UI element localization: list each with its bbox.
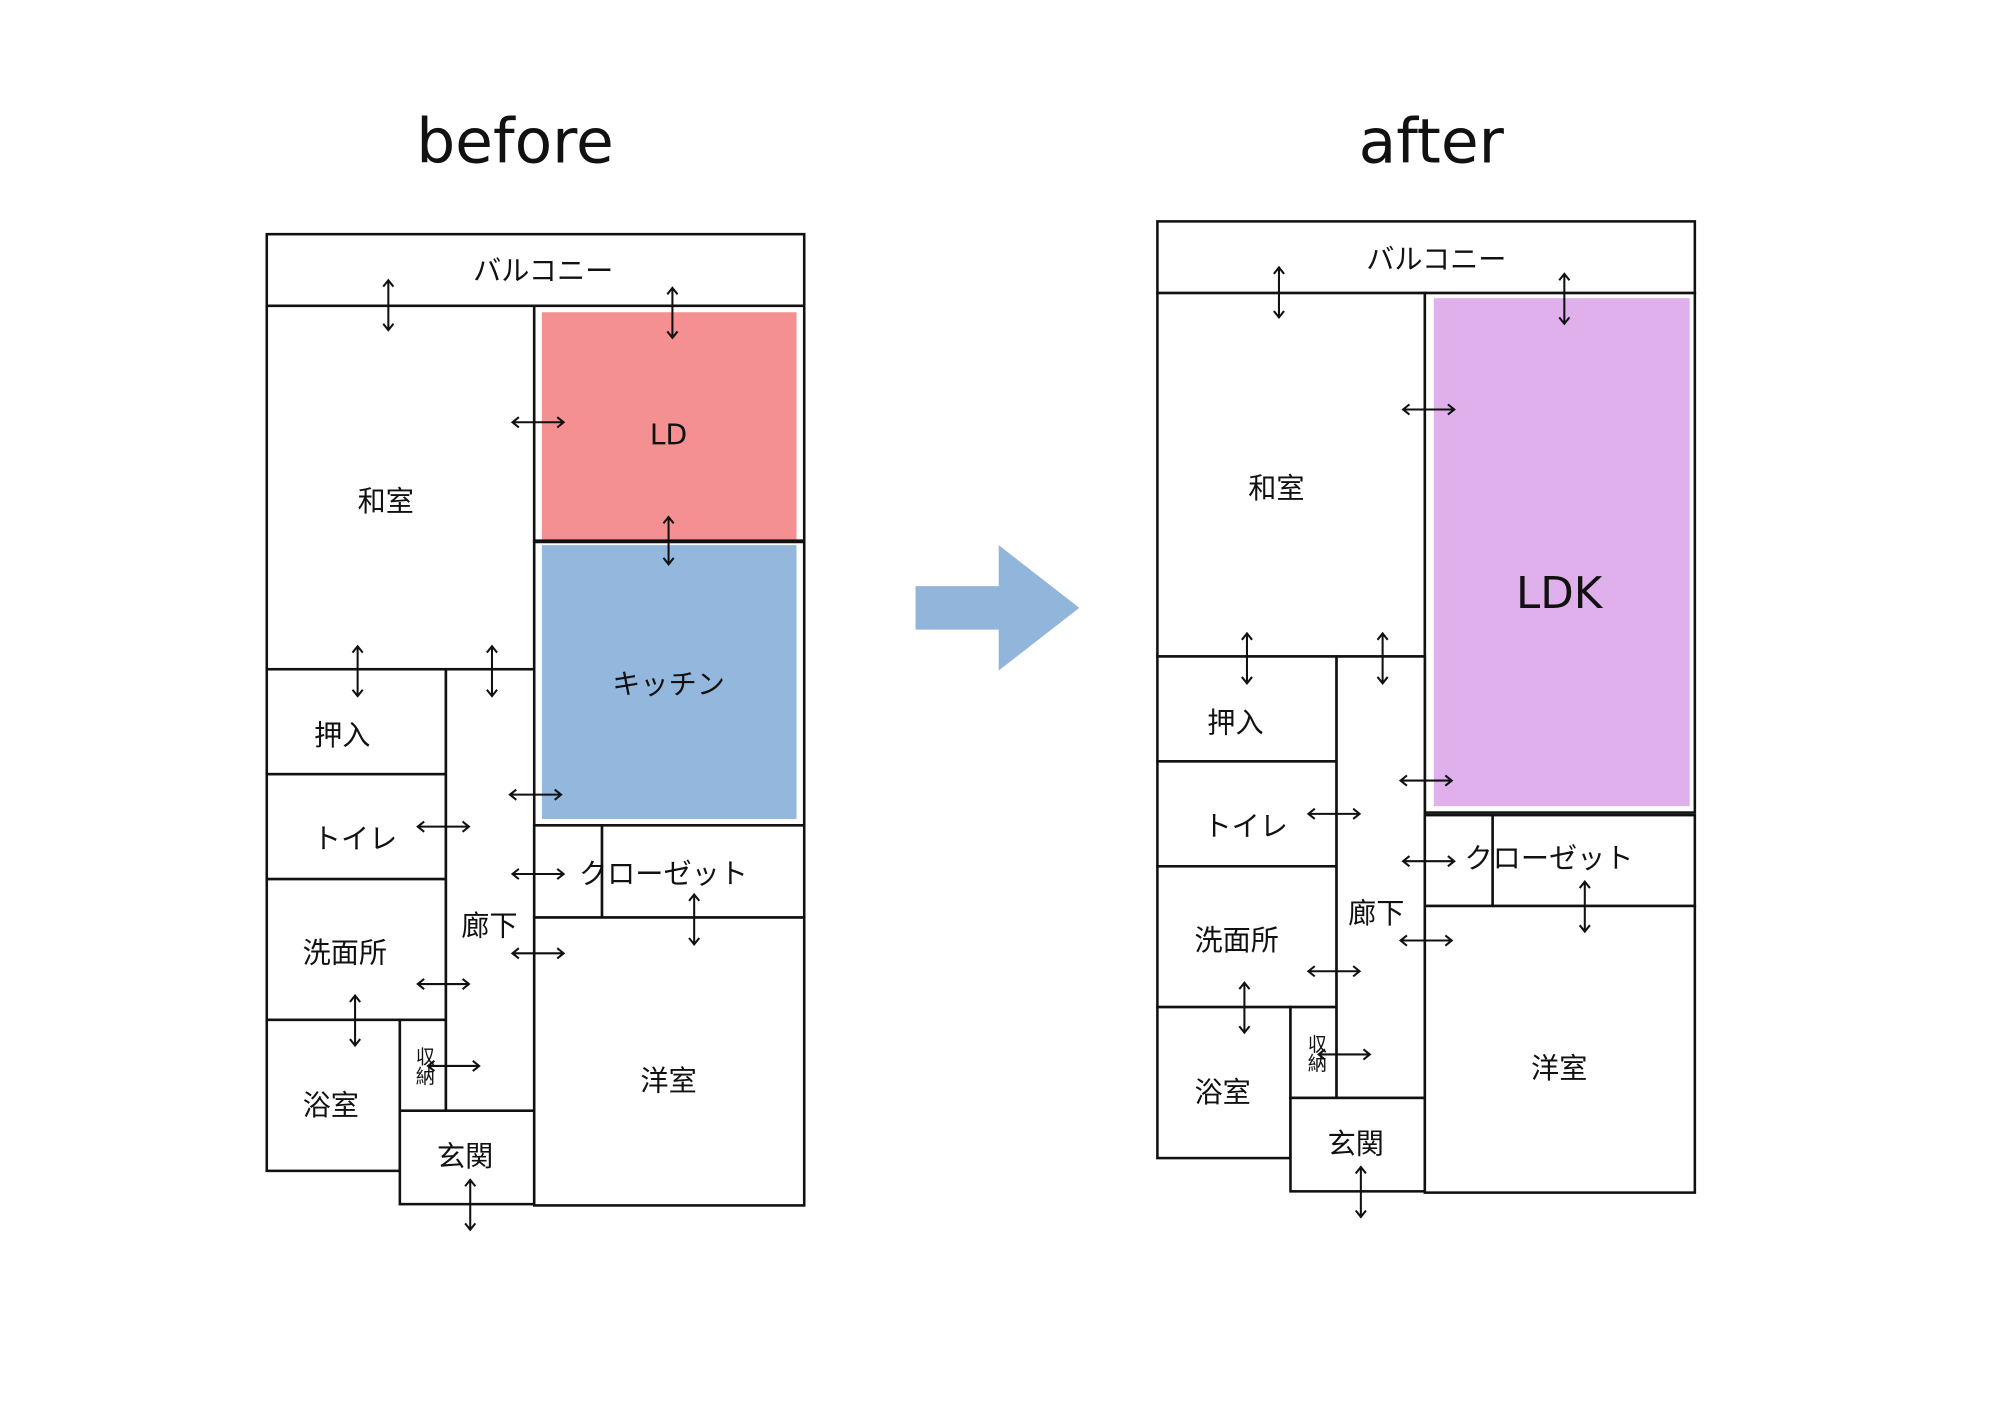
after-bath-label: 浴室 [1195,1076,1251,1109]
before-toilet-label: トイレ [313,823,397,856]
door-arrow-icon [510,947,566,960]
after-title: after [1359,107,1505,178]
door-arrow-icon [1398,934,1454,947]
after-ldk-fill [1433,298,1690,807]
transition-arrow-icon [915,545,1080,671]
before-entrance-label: 玄関 [437,1140,493,1173]
door-arrow-icon [666,286,679,340]
door-arrow-icon [349,993,361,1048]
door-arrow-icon [1578,880,1591,934]
door-arrow-icon [508,788,563,801]
after-storage-label: 収納 [1304,1034,1327,1073]
after-senmenjo-label: 洗面所 [1195,924,1279,957]
before-bath-label: 浴室 [303,1089,359,1122]
door-arrow-icon [1354,1165,1367,1219]
door-arrow-icon [1376,631,1389,685]
after-washitsu [1156,291,1427,658]
after-washitsu-label: 和室 [1248,472,1304,505]
before-kitchen-label: キッチン [612,668,725,701]
after-toilet-label: トイレ [1203,810,1287,843]
after-plan: バルコニー 和室 LDK 押入 トイレ 洗面所 廊下 浴室 収納 玄関 クローゼ… [1156,220,1697,1194]
before-ld-label: LD [650,418,687,451]
door-arrow-icon [1306,807,1362,820]
before-balcony [265,232,806,308]
door-arrow-icon [1401,855,1456,868]
after-entrance-label: 玄関 [1328,1127,1384,1160]
after-corridor [1335,655,1427,1100]
door-arrow-icon [351,644,364,698]
door-arrow-icon [382,278,395,332]
door-arrow-icon [1316,1048,1372,1061]
before-storage-label: 収納 [412,1047,435,1086]
before-title: before [416,107,614,178]
after-ldk-label: LDK [1516,569,1604,619]
after-bath [1156,1005,1292,1160]
door-arrow-icon [486,644,498,698]
door-arrow-icon [464,1178,477,1232]
before-washitsu [265,304,536,671]
after-closet-label: クローゼット [1465,842,1634,875]
before-corridor [444,667,536,1113]
before-senmenjo-label: 洗面所 [303,937,387,970]
after-balcony-label: バルコニー [1366,243,1506,276]
before-plan: バルコニー 和室 LD キッチン 押入 トイレ 洗面所 廊下 浴室 収納 玄関 … [265,232,806,1207]
door-arrow-icon [1306,965,1362,978]
after-senmenjo [1156,865,1338,1009]
after-storage [1289,1005,1338,1100]
door-arrow-icon [1273,265,1285,319]
door-arrow-icon [510,416,566,429]
before-oshiire-label: 押入 [314,719,370,752]
door-arrow-icon [416,978,471,990]
before-youshitsu [532,916,806,1207]
door-arrow-icon [426,1060,481,1072]
after-entrance [1289,1096,1427,1193]
door-arrow-icon [1558,272,1571,326]
door-arrow-icon [416,820,471,833]
door-arrow-icon [688,892,701,947]
door-arrow-icon [1401,403,1456,416]
after-youshitsu-label: 洋室 [1531,1052,1587,1085]
before-closet-label: クローゼット [579,857,748,890]
before-youshitsu-label: 洋室 [640,1065,696,1098]
before-kitchen-fill [541,545,797,819]
before-closet [600,824,806,919]
door-arrow-icon [510,868,566,880]
after-youshitsu [1423,904,1697,1194]
before-ld-fill [541,312,797,541]
before-balcony-label: バルコニー [473,255,613,288]
door-arrow-icon [662,515,675,566]
door-arrow-icon [1241,631,1253,685]
before-toilet [265,772,448,881]
before-closet-small [532,824,604,919]
after-toilet [1156,760,1338,868]
before-oshiire [265,667,448,776]
door-arrows [349,265,1591,1232]
after-oshiire-label: 押入 [1207,706,1263,739]
before-corridor-label: 廊下 [461,910,517,943]
before-washitsu-label: 和室 [358,485,414,518]
door-arrow-icon [1398,774,1454,787]
door-arrow-icon [1238,981,1251,1035]
after-corridor-label: 廊下 [1348,897,1404,930]
